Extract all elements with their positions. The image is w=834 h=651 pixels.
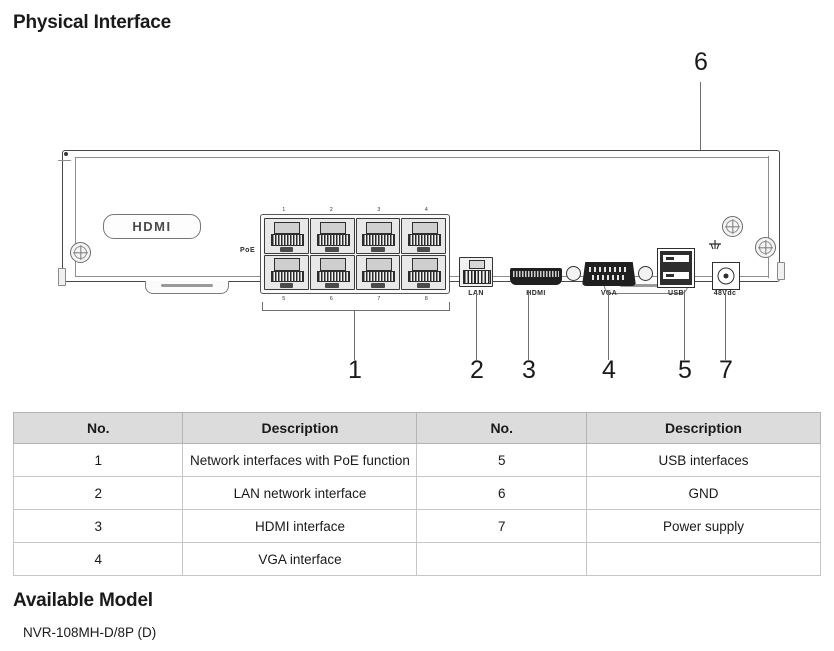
chassis-left-bevel	[63, 151, 76, 283]
hdmi-connector-icon	[510, 268, 562, 285]
leader-line-4	[608, 290, 610, 360]
table-cell-no: 3	[12, 509, 184, 543]
table-header-no-left: No.	[12, 412, 184, 444]
nvr-rear-panel-diagram: 6 HDMI	[0, 40, 834, 400]
hdmi-brand-label: HDMI	[132, 219, 172, 234]
chassis-right-edge	[767, 156, 769, 278]
hdmi-port-label: HDMI	[526, 290, 546, 297]
table-header-row: No. Description No. Description	[12, 412, 822, 444]
table-cell-description: USB interfaces	[585, 443, 822, 477]
table-cell-no: 5	[416, 443, 587, 477]
rj45-port-icon	[264, 218, 309, 254]
leader-line-7	[725, 290, 727, 360]
table-cell-no	[416, 542, 587, 576]
table-row: 1 Network interfaces with PoE function 5…	[12, 443, 822, 477]
leader-line-5	[684, 290, 686, 360]
hdmi-brand-badge: HDMI	[103, 214, 201, 239]
vga-thumbscrew-left-icon	[566, 266, 581, 281]
table-cell-no: 2	[12, 476, 184, 510]
poe-port-numbers-bottom: 5 6 7 8	[260, 296, 450, 302]
poe-port-number: 6	[329, 296, 333, 302]
rj45-port-icon	[309, 254, 355, 290]
table-cell-no: 4	[12, 542, 184, 576]
table-cell-description: VGA interface	[182, 542, 418, 576]
table-cell-no: 1	[12, 443, 184, 477]
available-model-value: NVR-108MH-D/8P (D)	[23, 625, 157, 640]
usb-port-label: USB	[668, 290, 684, 297]
chassis-corner-dot	[64, 152, 68, 156]
leader-line-6-vertical	[700, 82, 702, 212]
rj45-port-icon	[355, 218, 401, 254]
rj45-port-icon	[355, 254, 401, 290]
table-row: 3 HDMI interface 7 Power supply	[12, 509, 822, 543]
callout-number-1: 1	[348, 356, 362, 384]
usb-port-icon	[660, 251, 692, 268]
ground-symbol-icon	[709, 240, 721, 250]
callout-number-2: 2	[470, 356, 484, 384]
rj45-port-icon	[401, 254, 446, 290]
table-header-description-left: Description	[182, 412, 418, 444]
table-header-description-right: Description	[585, 412, 822, 444]
leader-line-1	[354, 310, 356, 360]
page-title-physical-interface: Physical Interface	[13, 12, 171, 33]
chassis-vent-left	[58, 268, 66, 286]
callout-number-3: 3	[522, 356, 536, 384]
callout-bracket-1	[262, 302, 450, 311]
lan-rj45-connector-icon	[459, 257, 493, 287]
poe-port-number: 7	[377, 296, 381, 302]
power-port-label: 48Vdc	[714, 290, 737, 297]
gnd-screw-icon	[722, 216, 743, 237]
chassis-vent-right	[777, 262, 785, 280]
table-row: 2 LAN network interface 6 GND	[12, 476, 822, 510]
rj45-port-icon	[264, 254, 309, 290]
table-cell-description: LAN network interface	[182, 476, 418, 510]
vga-connector-icon	[582, 262, 636, 286]
poe-port-number: 2	[329, 207, 333, 213]
poe-port-number: 4	[424, 207, 428, 213]
rj45-port-icon	[309, 218, 355, 254]
table-cell-description	[585, 542, 822, 576]
page-title-available-model: Available Model	[13, 590, 153, 611]
table-cell-description: GND	[585, 476, 822, 510]
callout-number-4: 4	[602, 356, 616, 384]
table-header-no-right: No.	[416, 412, 587, 444]
leader-line-2	[476, 290, 478, 360]
interface-description-table: No. Description No. Description 1 Networ…	[12, 412, 822, 576]
chassis-foot-left	[145, 281, 229, 294]
poe-port-number: 8	[424, 296, 428, 302]
usb-connector-stack-icon	[657, 248, 695, 288]
power-jack-icon	[712, 262, 740, 290]
poe-port-number: 3	[377, 207, 381, 213]
usb-port-icon	[660, 268, 692, 285]
lan-port-label: LAN	[468, 290, 484, 297]
rj45-port-icon	[401, 218, 446, 254]
callout-number-6: 6	[694, 48, 708, 76]
table-cell-no: 6	[416, 476, 587, 510]
callout-number-7: 7	[719, 356, 733, 384]
chassis-foot-bar	[619, 284, 673, 287]
chassis-foot-bar	[160, 284, 214, 287]
table-cell-description: Power supply	[585, 509, 822, 543]
poe-port-number: 1	[282, 207, 286, 213]
poe-network-interface-block	[260, 214, 450, 294]
poe-port-numbers-top: 1 2 3 4	[260, 207, 450, 213]
poe-port-number: 5	[282, 296, 286, 302]
table-row: 4 VGA interface	[12, 542, 822, 576]
chassis-screw-left-icon	[70, 242, 91, 263]
poe-silkscreen-label: PoE	[240, 247, 256, 254]
chassis-screw-right-icon	[755, 237, 776, 258]
leader-line-3	[528, 290, 530, 360]
table-cell-no: 7	[416, 509, 587, 543]
table-cell-description: HDMI interface	[182, 509, 418, 543]
vga-thumbscrew-right-icon	[638, 266, 653, 281]
table-cell-description: Network interfaces with PoE function	[182, 443, 418, 477]
callout-number-5: 5	[678, 356, 692, 384]
